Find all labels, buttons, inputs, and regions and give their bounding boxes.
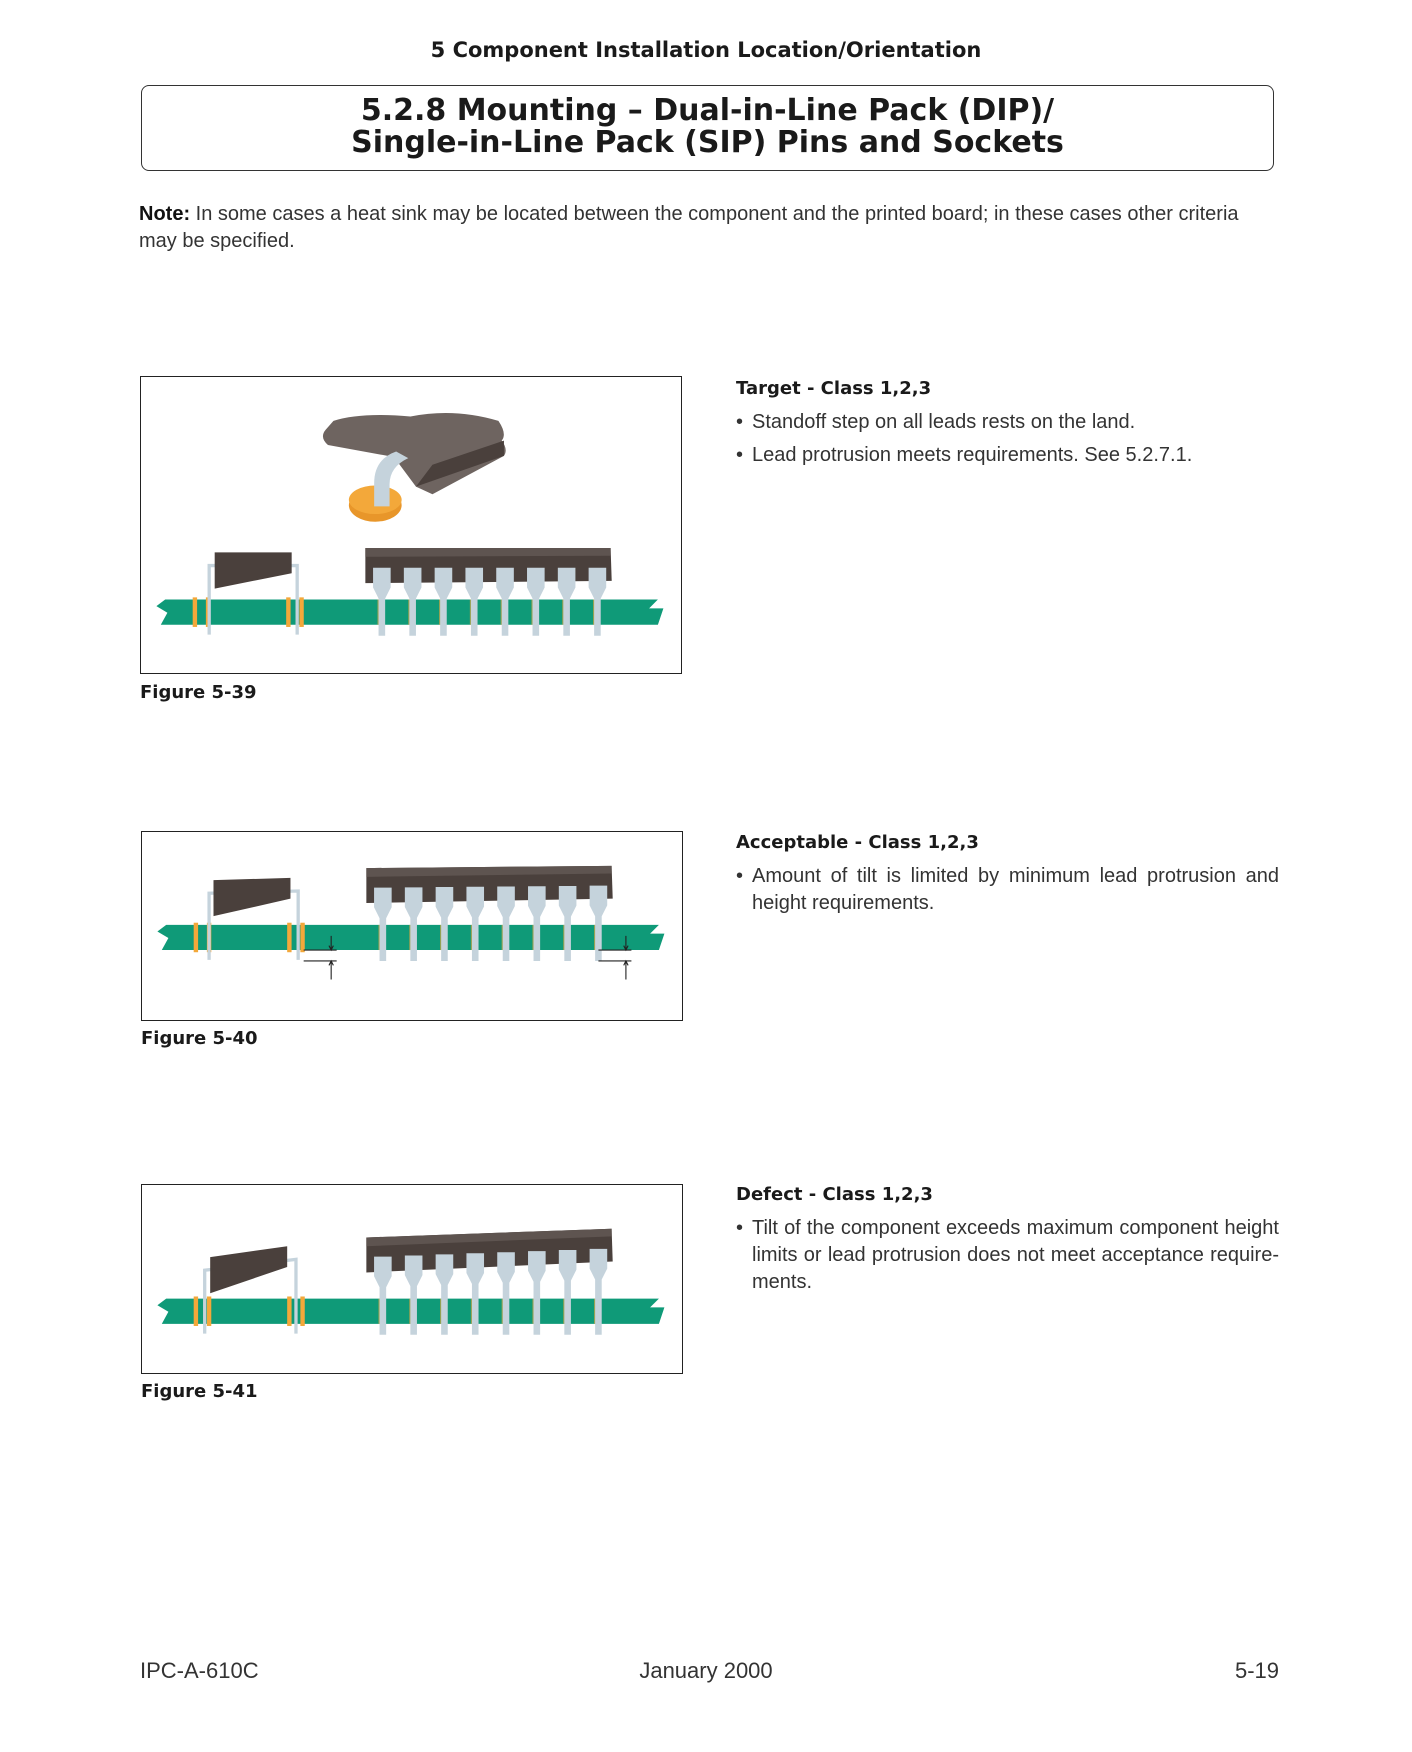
dip-pin [403,567,422,636]
dip-pin [374,1256,392,1335]
footer-date: January 2000 [639,1658,773,1683]
dip-pin [528,1251,546,1335]
dimension-arrow-icon [623,935,629,980]
dip-pin [557,567,576,636]
figure-5-39-illustration [140,376,682,674]
solder-fillet [300,922,305,953]
solder-fillet [287,1296,292,1326]
dimension-arrow-icon [328,935,334,980]
component-body [213,877,291,917]
dip-pin [466,886,485,961]
dip-pin [404,1255,423,1335]
chapter-header: 5 Component Installation Location/Orient… [430,38,982,62]
figure-caption: Figure 5-39 [140,682,257,703]
criteria-heading: Target - Class 1,2,3 [736,378,932,399]
dip-pin [374,887,392,961]
solder-fillet [206,1296,212,1326]
standoff-lead [374,451,409,507]
footer-page-number: 5-19 [1234,1658,1279,1683]
dip-body-top [365,548,611,557]
note-text: In some cases a heat sink may be located… [139,203,1239,252]
dip-pin [589,885,608,961]
solder-fillet [193,1296,199,1326]
dip-pin [558,1250,577,1335]
dip-pin [497,886,515,961]
dip-pin [404,887,423,961]
dip-pin [496,567,514,636]
title-line-1: 5.2.8 Mounting – Dual-in-Line Pack (DIP)… [360,93,1055,128]
dip-body-top [366,865,612,877]
criteria-heading: Acceptable - Class 1,2,3 [736,832,979,853]
solder-fillet [287,922,292,953]
criteria-heading: Defect - Class 1,2,3 [736,1184,933,1205]
criteria-defect: Defect - Class 1,2,3 Tilt of the compone… [736,1181,1279,1302]
criteria-target: Target - Class 1,2,3 Standoff step on al… [736,375,1279,475]
solder-fillet [299,597,304,627]
dip-pin [373,567,391,636]
dip-pin [528,886,546,961]
solder-fillet [300,1296,305,1326]
criteria-bullet: Amount of tilt is limited by minimum lea… [736,863,1279,917]
criteria-bullet: Standoff step on all leads rests on the … [736,409,1279,436]
dip-pin [435,1254,454,1335]
dip-body [365,548,612,584]
dip-pin [465,567,484,636]
dip-pin [435,887,454,961]
heat-sink-component-body [322,412,506,495]
solder-fillet [286,597,291,627]
footer-doc-id: IPC-A-610C [140,1658,259,1683]
solder-fillet [193,922,199,953]
dip-pin [497,1252,515,1335]
dip-pin [434,567,453,636]
section-title: 5.2.8 Mounting – Dual-in-Line Pack (DIP)… [141,85,1274,171]
heat-sink-component-side [415,440,504,487]
note: Note: In some cases a heat sink may be l… [139,201,1279,255]
dip-pin [589,1248,608,1335]
figure-5-41-illustration [141,1184,683,1374]
dip-body-top [366,1228,612,1247]
criteria-acceptable: Acceptable - Class 1,2,3 Amount of tilt … [736,829,1279,923]
note-label: Note: [139,203,191,225]
solder-fillet [192,597,198,627]
figure-caption: Figure 5-41 [141,1381,258,1402]
component-body [210,1246,288,1294]
title-line-2: Single-in-Line Pack (SIP) Pins and Socke… [351,125,1064,160]
criteria-bullet: Lead protrusion meets requirements. See … [736,442,1279,469]
figure-5-40-illustration [141,831,683,1021]
criteria-bullet: Tilt of the component exceeds maximum co… [736,1215,1279,1296]
dip-pin [558,885,577,961]
component-body [214,552,292,589]
dip-pin [588,567,607,636]
figure-caption: Figure 5-40 [141,1028,258,1049]
dip-pin [527,567,545,636]
dip-pin [466,1253,485,1335]
